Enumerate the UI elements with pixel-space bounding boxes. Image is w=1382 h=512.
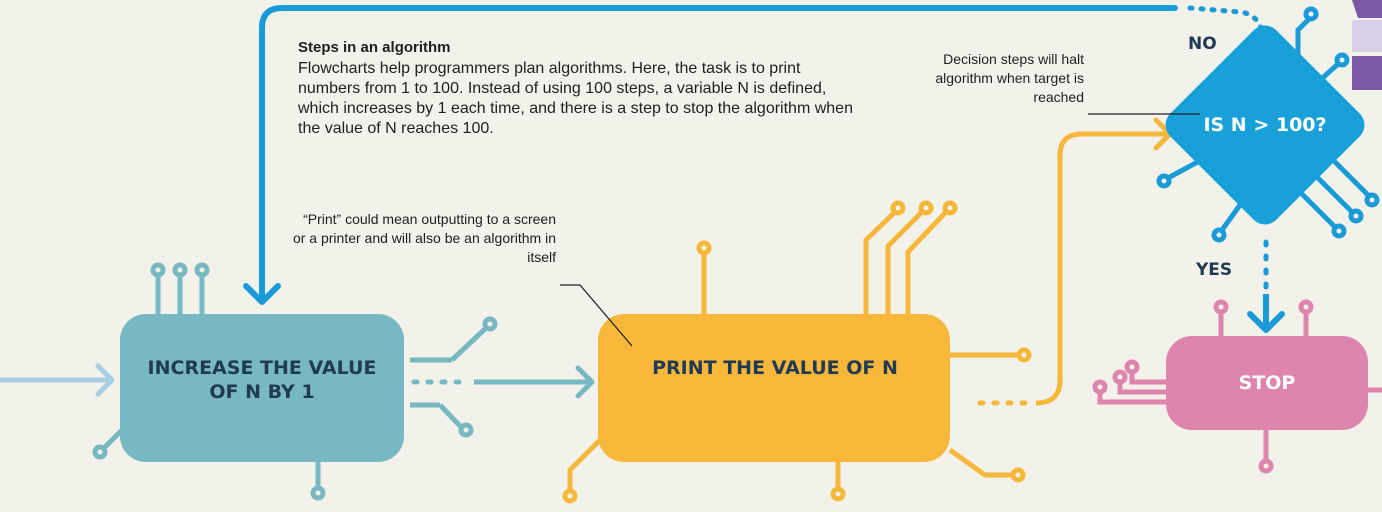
- decision-label: IS N > 100?: [1203, 114, 1327, 136]
- print-to-decision-connector: [977, 117, 1173, 406]
- increase-box: [120, 314, 404, 462]
- print-box-pins: [562, 200, 1032, 504]
- decision-diamond: [1165, 25, 1365, 225]
- no-loop-connector: [259, 5, 1178, 303]
- intro-text: Steps in an algorithm Flowcharts help pr…: [298, 38, 858, 139]
- stop-box-label: STOP: [1238, 372, 1296, 394]
- corner-decoration: [1352, 0, 1382, 90]
- no-branch-label: NO: [1188, 34, 1217, 54]
- decision-note: Decision steps will halt algorithm when …: [935, 51, 1084, 105]
- yes-connector: [1247, 239, 1285, 333]
- yes-branch-label: YES: [1196, 260, 1233, 280]
- intro-body: Flowcharts help programmers plan algorit…: [298, 60, 853, 137]
- print-note: “Print” could mean outputting to a scree…: [292, 211, 556, 265]
- print-box-label: PRINT THE VALUE OF N: [652, 357, 898, 379]
- print-box: [598, 314, 950, 462]
- input-arrow: [0, 363, 115, 397]
- increase-to-print-connector: [411, 365, 595, 399]
- increase-box-label: INCREASE THE VALUE OF N BY 1: [147, 357, 377, 403]
- stop-box: [1166, 336, 1368, 430]
- intro-title: Steps in an algorithm: [298, 39, 451, 56]
- stop-box-pins: [1092, 299, 1382, 474]
- print-note-leader: [560, 284, 633, 347]
